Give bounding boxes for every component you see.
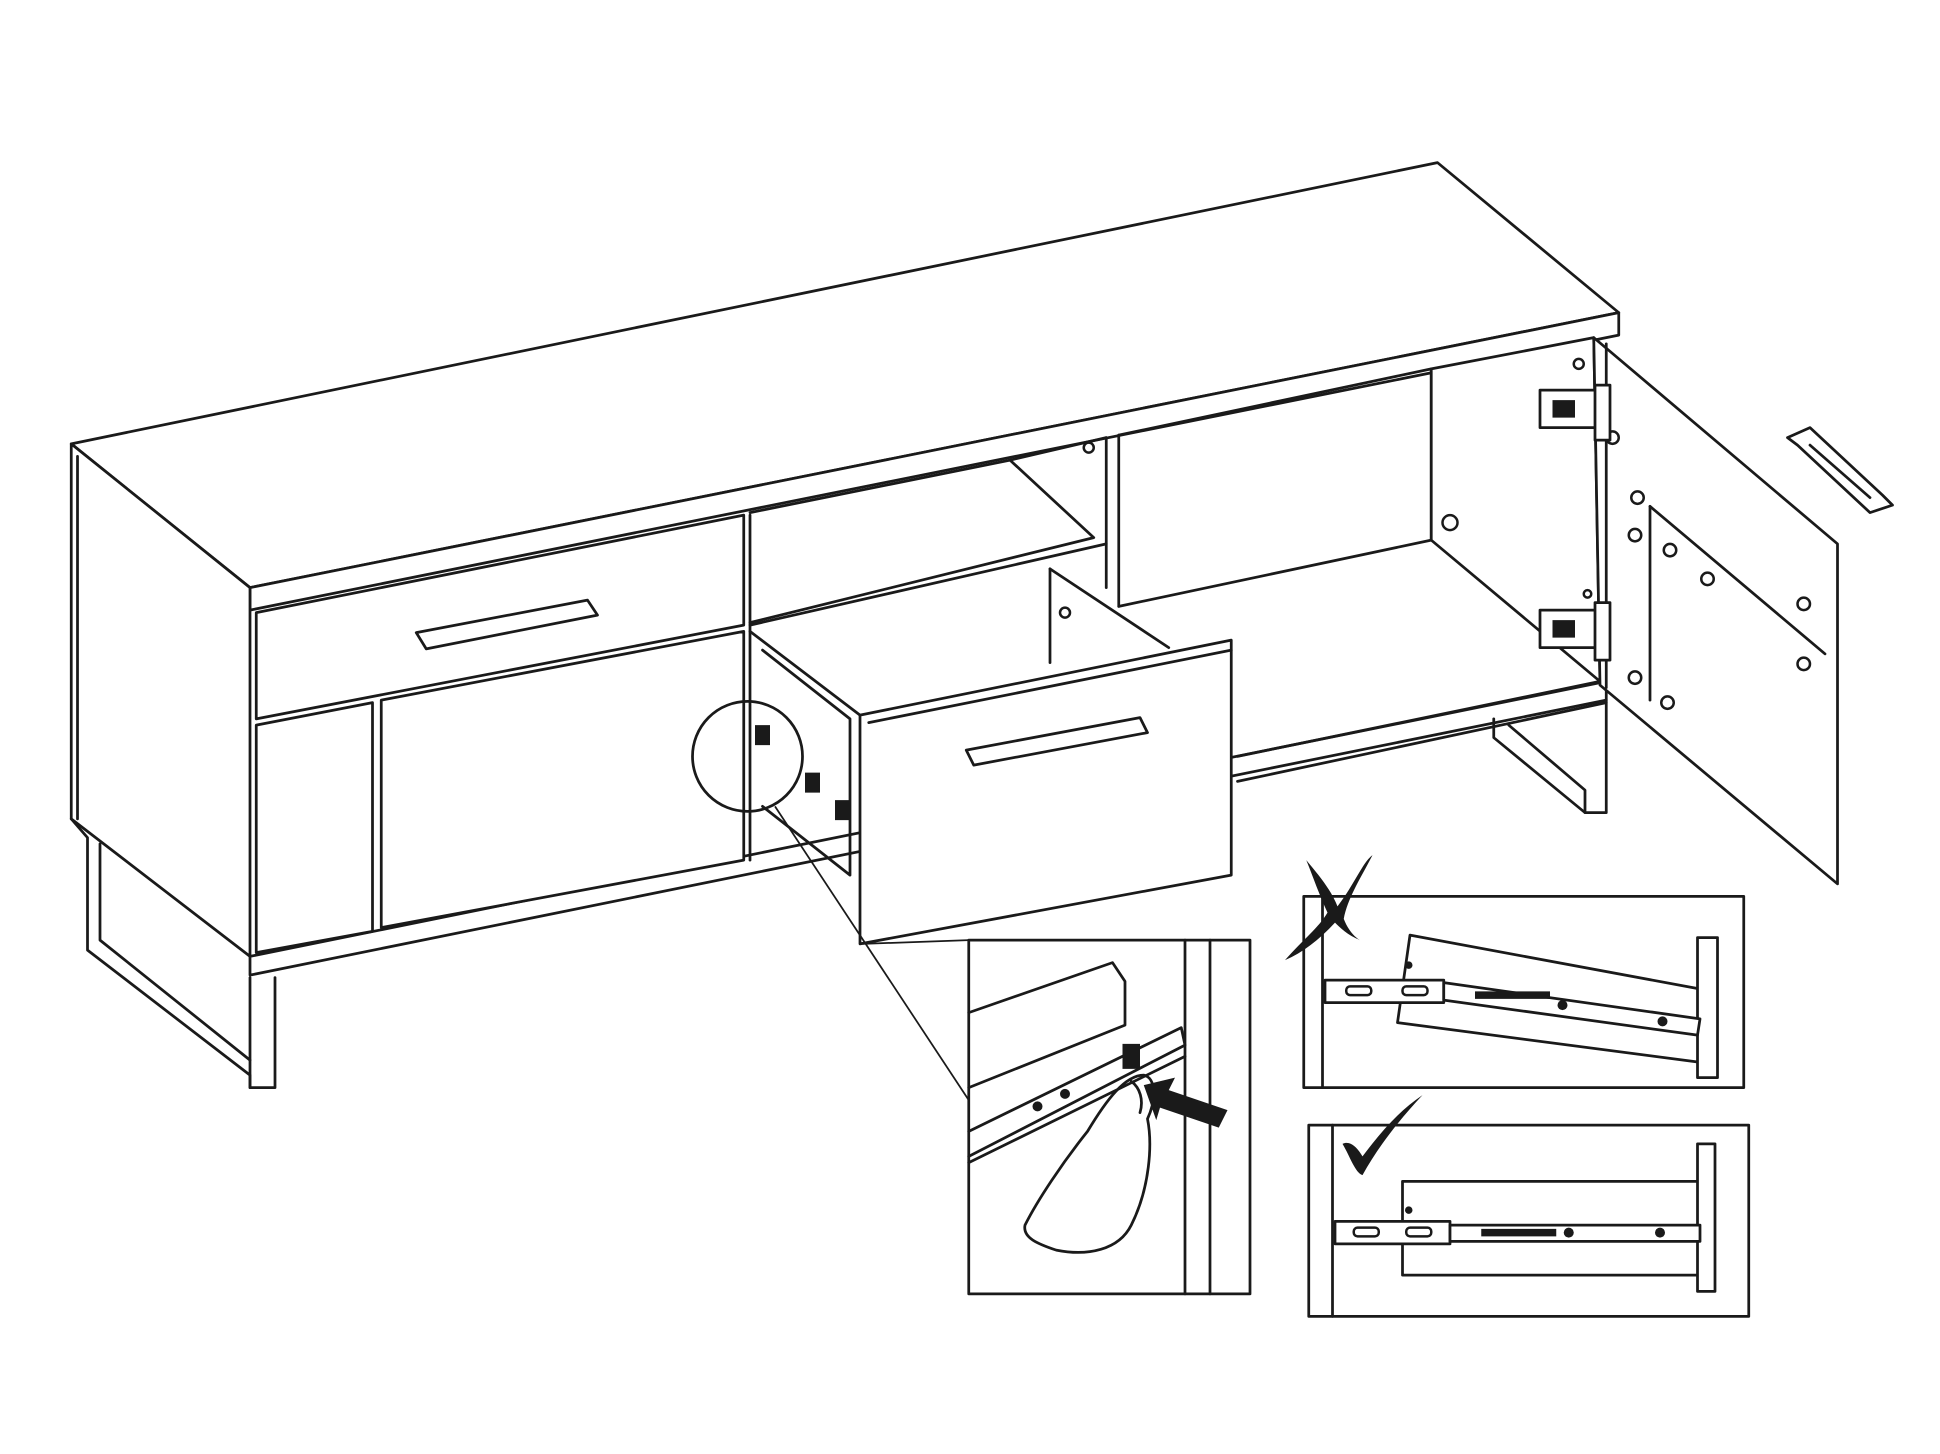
small-door[interactable]	[254, 701, 374, 954]
incorrect-slide-alignment	[1285, 855, 1746, 1089]
drawer-release-detail	[967, 938, 1252, 1296]
detail-callout-circle	[691, 700, 804, 813]
hinge-bottom	[1538, 601, 1612, 662]
leg-frame-right	[1492, 698, 1608, 814]
door-handle-loose	[1786, 426, 1894, 514]
correct-slide-alignment	[1307, 1095, 1751, 1318]
arrow-icon	[1143, 1077, 1228, 1128]
cabinet	[69, 161, 1894, 1101]
open-drawer[interactable]	[748, 567, 1233, 946]
hand-illustration	[1023, 1073, 1155, 1254]
cross-mark-icon	[1285, 855, 1373, 961]
hinge-top	[1538, 383, 1612, 442]
middle-compartment	[748, 433, 1121, 627]
check-mark-icon	[1342, 1095, 1423, 1176]
drawer-handle	[964, 716, 1149, 767]
open-right-door[interactable]	[1582, 336, 1839, 886]
top-drawer-handle	[414, 598, 599, 651]
leg-frame-left	[69, 817, 277, 1089]
large-door[interactable]	[379, 630, 746, 929]
